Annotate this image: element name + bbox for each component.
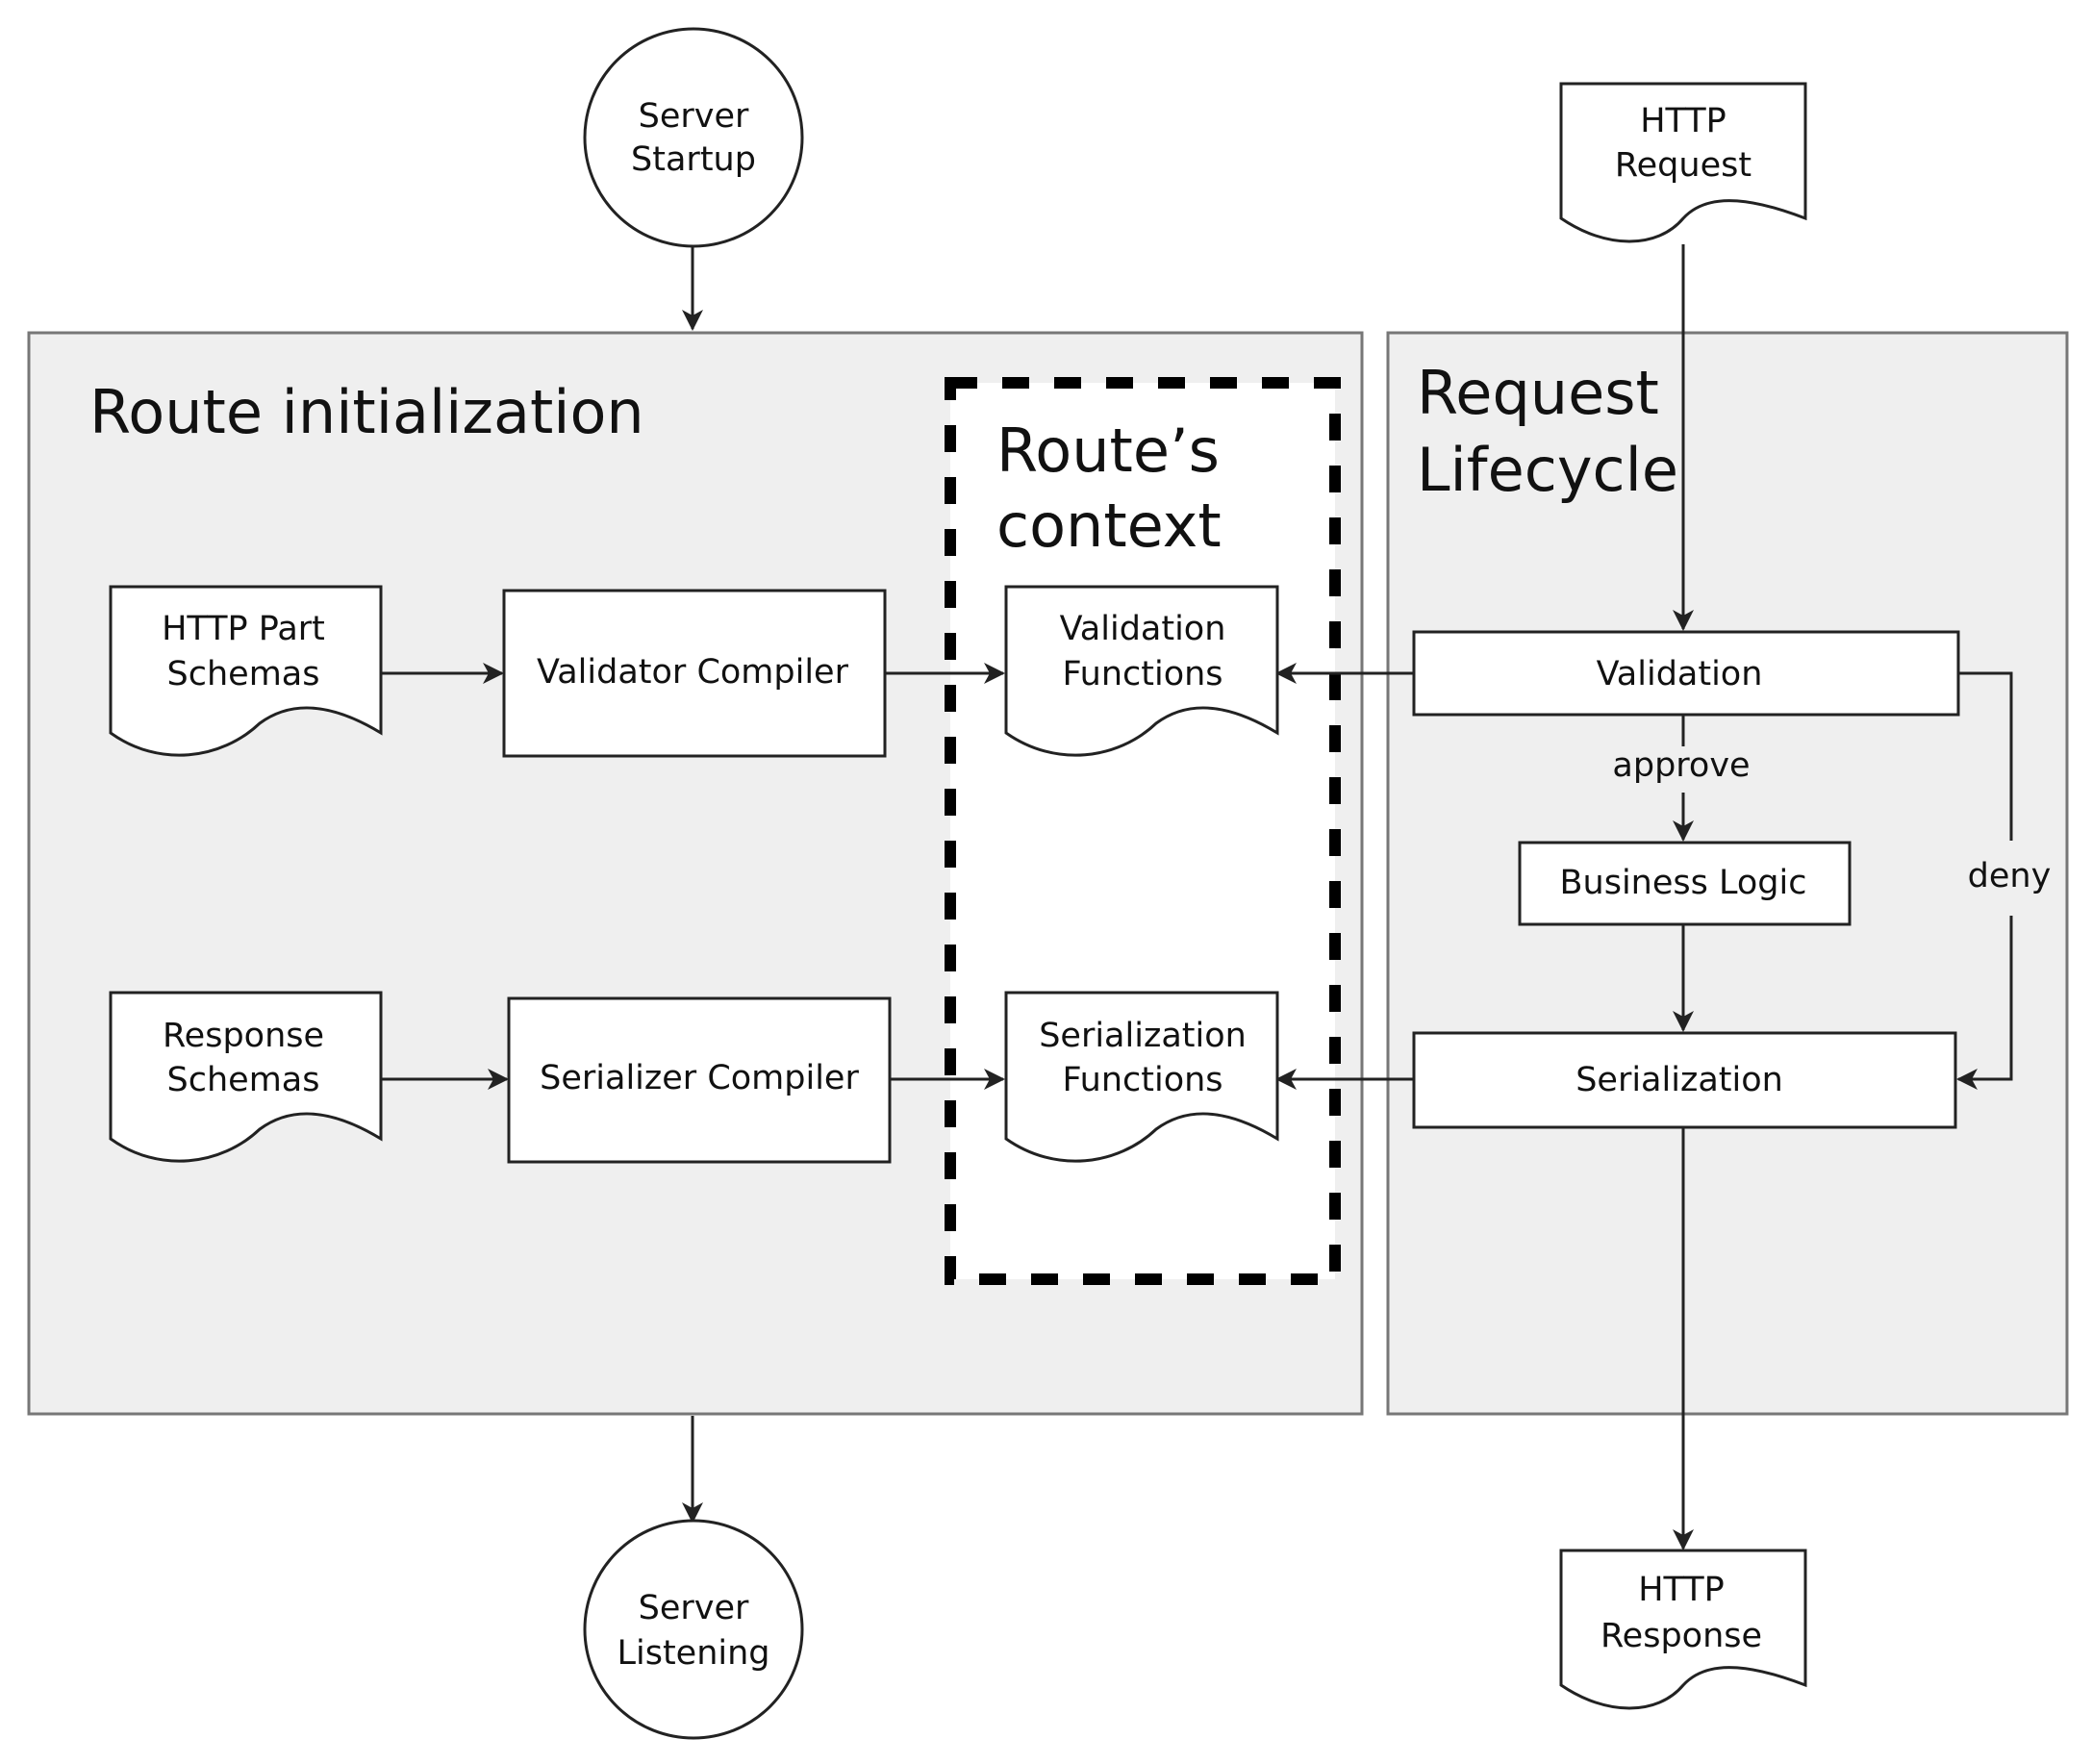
edge-label-deny: deny xyxy=(1968,857,2052,895)
server-startup-line-1: Server xyxy=(639,97,749,136)
serialization-node: Serialization xyxy=(1412,1031,1957,1129)
validator-compiler-node: Validator Compiler xyxy=(502,589,887,758)
edge-label-approve: approve xyxy=(1612,746,1750,785)
http-request-line-1: HTTP xyxy=(1640,102,1727,140)
response-schemas-node: Response Schemas xyxy=(109,991,383,1163)
validation-node: Validation xyxy=(1412,630,1960,717)
edge-validation-deny-b xyxy=(1956,916,2013,1090)
edges xyxy=(381,244,2013,1550)
http-part-schemas-line-1: HTTP Part xyxy=(162,610,325,648)
server-listening-line-2: Listening xyxy=(617,1634,769,1673)
http-response-node: HTTP Response xyxy=(1559,1549,1807,1710)
routes-context-title-line-2: context xyxy=(996,491,1222,561)
serialization-label: Serialization xyxy=(1575,1061,1783,1099)
http-request-line-2: Request xyxy=(1615,146,1752,185)
validation-functions-line-1: Validation xyxy=(1060,610,1226,648)
http-part-schemas-node: HTTP Part Schemas xyxy=(109,585,383,757)
server-listening-node: Server Listening xyxy=(583,1519,804,1740)
http-response-line-1: HTTP xyxy=(1638,1571,1725,1609)
validation-functions-node: Validation Functions xyxy=(1004,585,1279,757)
routes-context-title-line-1: Route’s xyxy=(996,416,1220,486)
serialization-functions-line-1: Serialization xyxy=(1039,1017,1247,1055)
http-response-line-2: Response xyxy=(1601,1617,1762,1655)
serialization-functions-line-2: Functions xyxy=(1062,1061,1222,1099)
http-part-schemas-line-2: Schemas xyxy=(167,655,320,693)
validator-compiler-label: Validator Compiler xyxy=(537,653,849,692)
route-initialization-title: Route initialization xyxy=(89,377,644,447)
serialization-functions-node: Serialization Functions xyxy=(1004,991,1279,1163)
server-startup-line-2: Startup xyxy=(631,140,756,179)
request-lifecycle-title-line-1: Request xyxy=(1417,358,1659,428)
validation-functions-line-2: Functions xyxy=(1062,655,1222,693)
routes-context-panel: Route’s context xyxy=(945,377,1341,1285)
serializer-compiler-node: Serializer Compiler xyxy=(507,996,892,1164)
request-lifecycle-title-line-2: Lifecycle xyxy=(1417,435,1678,505)
edge-validation-deny-a xyxy=(1958,671,2013,841)
response-schemas-line-2: Schemas xyxy=(167,1061,320,1099)
validation-label: Validation xyxy=(1597,655,1763,693)
response-schemas-line-1: Response xyxy=(163,1017,324,1055)
business-logic-node: Business Logic xyxy=(1518,841,1852,926)
serializer-compiler-label: Serializer Compiler xyxy=(540,1059,859,1097)
http-request-node: HTTP Request xyxy=(1559,82,1807,243)
business-logic-label: Business Logic xyxy=(1560,864,1807,902)
server-startup-node: Server Startup xyxy=(583,27,804,248)
server-listening-line-1: Server xyxy=(639,1589,749,1627)
